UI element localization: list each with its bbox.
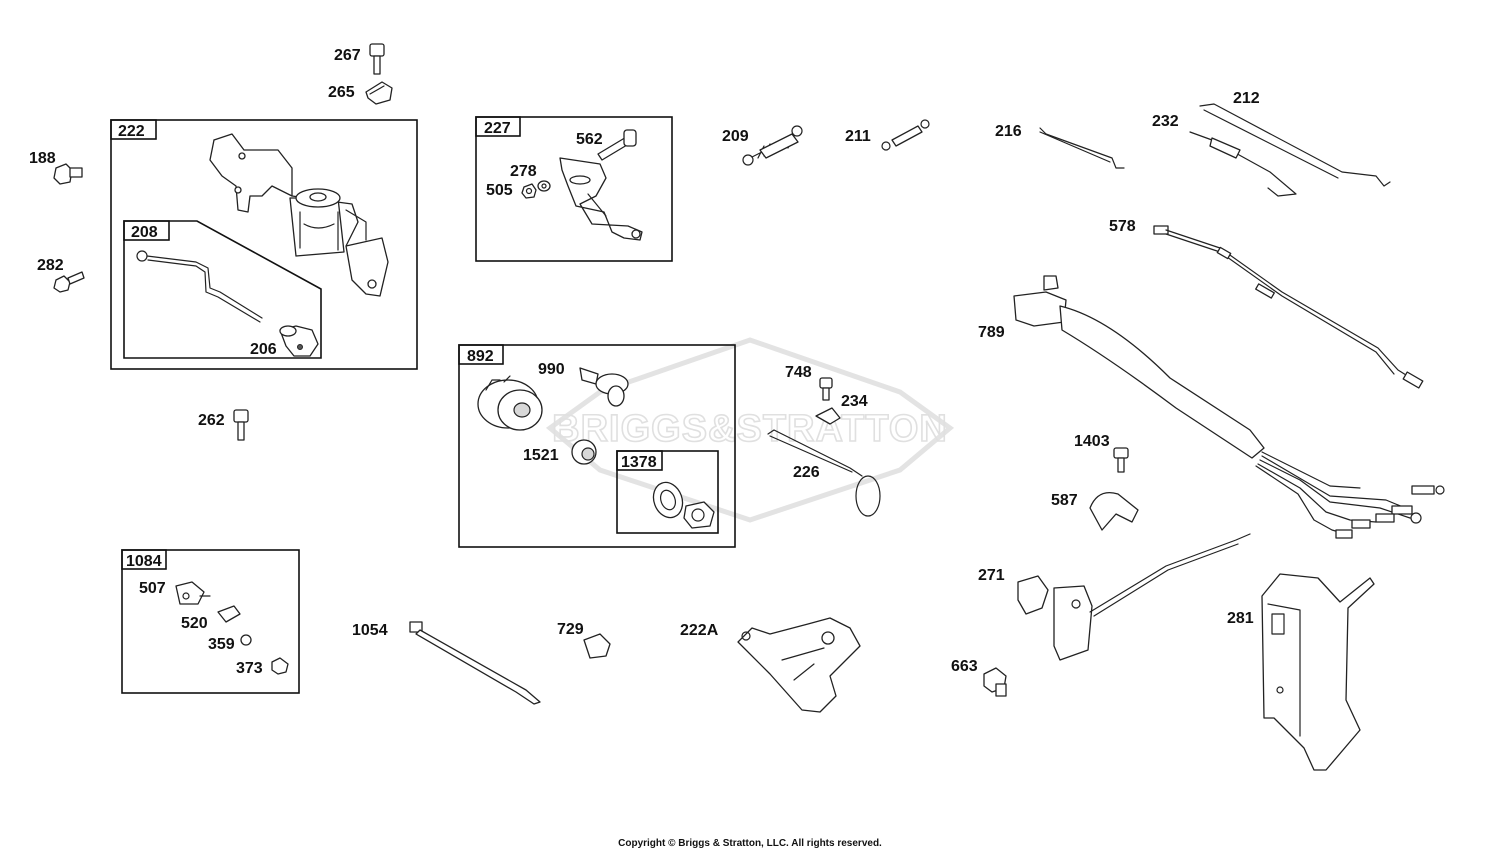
connector-729-part xyxy=(583,633,611,659)
part-label-216: 216 xyxy=(995,123,1022,140)
spring-232-part xyxy=(1189,131,1297,197)
clamp-587-part xyxy=(1089,491,1139,531)
bolt-282-part xyxy=(53,271,85,293)
throttle-cable-271-part xyxy=(1017,533,1251,661)
part-label-232: 232 xyxy=(1152,113,1179,130)
part-label-267: 267 xyxy=(334,47,361,64)
part-label-278: 278 xyxy=(510,163,537,180)
part-label-359: 359 xyxy=(208,636,235,653)
part-label-209: 209 xyxy=(722,128,749,145)
part-label-281: 281 xyxy=(1227,610,1254,627)
bolt-562-part xyxy=(597,129,637,161)
part-label-282: 282 xyxy=(37,257,64,274)
throttle-bracket-part xyxy=(559,157,643,241)
part-label-505: 505 xyxy=(486,182,513,199)
bolt-663-part xyxy=(983,667,1007,697)
part-label-226: 226 xyxy=(793,464,820,481)
bolt-262-part xyxy=(233,409,249,441)
group-label-222: 222 xyxy=(118,123,145,140)
part-label-1403: 1403 xyxy=(1074,433,1110,450)
part-label-265: 265 xyxy=(328,84,355,101)
copyright-notice: Copyright © Briggs & Stratton, LLC. All … xyxy=(618,838,882,849)
part-label-234: 234 xyxy=(841,393,868,410)
group-box-1084[interactable] xyxy=(121,549,300,694)
group-label-208: 208 xyxy=(131,224,158,241)
cable-tie-1054-part xyxy=(409,621,541,705)
watermark-text: BRIGGS&STRATTON xyxy=(552,408,948,450)
group-box-892[interactable] xyxy=(458,344,736,548)
part-label-206: 206 xyxy=(250,341,277,358)
governor-bracket-part xyxy=(209,133,389,297)
clip-234-part xyxy=(815,407,841,425)
nut-1521-part xyxy=(571,439,597,465)
bracket-222A-part xyxy=(737,617,861,713)
nut-505-part xyxy=(521,183,537,199)
bolt-1403-part xyxy=(1113,447,1129,473)
ignition-switch-part xyxy=(477,375,543,431)
group-box-1378[interactable] xyxy=(616,450,719,534)
part-label-1521: 1521 xyxy=(523,447,559,464)
key-990-part xyxy=(579,367,629,407)
spring-211-part xyxy=(881,119,930,151)
washer-278-part xyxy=(537,180,551,192)
part-label-1054: 1054 xyxy=(352,622,388,639)
choke-cable-226-part xyxy=(767,429,881,517)
clip-265-part xyxy=(365,81,393,105)
part-label-578: 578 xyxy=(1109,218,1136,235)
part-label-587: 587 xyxy=(1051,492,1078,509)
bolt-188-part xyxy=(53,163,83,185)
part-label-211: 211 xyxy=(845,128,871,145)
group-box-227[interactable] xyxy=(475,116,673,262)
group-box-222[interactable] xyxy=(110,119,418,370)
bolt-267-part xyxy=(369,43,385,75)
part-label-562: 562 xyxy=(576,131,603,148)
governor-link-part xyxy=(136,250,263,323)
rod-212-part xyxy=(1199,103,1391,187)
bracket-520-part xyxy=(217,605,241,623)
lock-washer-part xyxy=(652,481,684,519)
watermark-logo: BRIGGS&STRATTON xyxy=(545,337,955,523)
hex-nut-part xyxy=(683,501,715,529)
group-label-227: 227 xyxy=(484,120,511,137)
wire-harness-789-part xyxy=(1013,275,1445,539)
part-label-222A: 222A xyxy=(680,622,719,639)
bushing-206-part xyxy=(279,325,319,357)
part-label-748: 748 xyxy=(785,364,812,381)
part-label-990: 990 xyxy=(538,361,565,378)
bracket-281-part xyxy=(1261,573,1375,771)
part-label-507: 507 xyxy=(139,580,166,597)
part-label-789: 789 xyxy=(978,324,1005,341)
switch-507-part xyxy=(175,581,211,605)
rod-216-part xyxy=(1039,127,1125,169)
wire-harness-578-part xyxy=(1153,225,1424,389)
part-label-212: 212 xyxy=(1233,90,1260,107)
part-label-271: 271 xyxy=(978,567,1005,584)
nut-373-part xyxy=(271,657,289,675)
group-label-892: 892 xyxy=(467,348,494,365)
part-label-520: 520 xyxy=(181,615,208,632)
group-label-1084: 1084 xyxy=(126,553,162,570)
spring-209-part xyxy=(742,125,803,166)
part-label-373: 373 xyxy=(236,660,263,677)
part-label-663: 663 xyxy=(951,658,978,675)
group-label-1378: 1378 xyxy=(621,454,657,471)
washer-359-part xyxy=(240,634,252,646)
part-label-188: 188 xyxy=(29,150,56,167)
group-box-208[interactable] xyxy=(123,220,322,359)
part-label-262: 262 xyxy=(198,412,225,429)
bolt-748-part xyxy=(819,377,833,401)
part-label-729: 729 xyxy=(557,621,584,638)
